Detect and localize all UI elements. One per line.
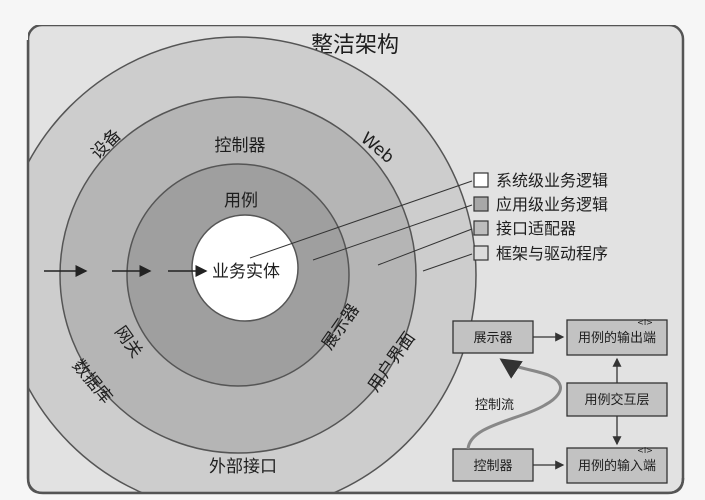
legend-leader-line <box>377 228 473 266</box>
legend-label-interface-adapters: 接口适配器 <box>496 219 576 238</box>
legend-label-frameworks-drivers: 框架与驱动程序 <box>496 244 608 263</box>
legend-swatch-system-logic <box>473 172 489 188</box>
ring-label-use-cases: 用例 <box>224 191 258 211</box>
control-flow-label: 控制流 <box>475 398 514 413</box>
legend-label-application-logic: 应用级业务逻辑 <box>496 195 608 214</box>
box-controller-label: 控制器 <box>473 459 512 474</box>
ring-label-external-interfaces: 外部接口 <box>209 457 277 477</box>
legend-leader-line <box>312 204 473 261</box>
legend-label-system-logic: 系统级业务逻辑 <box>496 171 608 190</box>
box-usecase-output-label: 用例的输出端 <box>578 330 656 346</box>
interface-marker-output: <I> <box>637 318 653 327</box>
core-entities <box>191 214 299 322</box>
legend-swatch-frameworks-drivers <box>473 245 489 261</box>
box-usecase-output <box>566 319 668 356</box>
flow-inset: 展示器 用例的输出端 <I> 用例交互层 控制器 用例的输入端 <I> 控制流 <box>452 318 668 484</box>
legend-leader-line <box>249 180 473 259</box>
box-interactor <box>566 382 668 417</box>
box-usecase-input <box>566 447 668 484</box>
box-interactor-label: 用例交互层 <box>584 392 649 408</box>
box-usecase-input-label: 用例的输入端 <box>578 458 656 474</box>
legend: 系统级业务逻辑 应用级业务逻辑 接口适配器 框架与驱动程序 <box>473 171 608 263</box>
ring-label-controllers: 控制器 <box>215 136 266 156</box>
interface-marker-input: <I> <box>637 446 653 455</box>
legend-swatch-interface-adapters <box>473 220 489 236</box>
legend-leader-line <box>422 253 473 272</box>
box-presenter-label: 展示器 <box>473 331 512 346</box>
box-controller <box>452 448 534 482</box>
core-label-entities: 业务实体 <box>212 262 280 282</box>
legend-swatch-application-logic <box>473 196 489 212</box>
control-flow-curve <box>466 358 562 450</box>
